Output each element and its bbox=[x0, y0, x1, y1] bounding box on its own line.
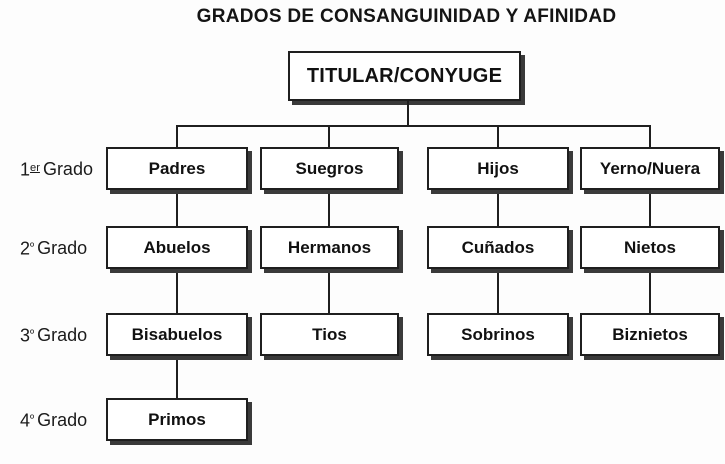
connector-drop-col3 bbox=[497, 127, 499, 147]
grade-ordinal-suffix: º bbox=[30, 413, 35, 425]
grade-ordinal-suffix: º bbox=[30, 328, 35, 340]
node-nietos: Nietos bbox=[580, 226, 720, 269]
node-cunados: Cuñados bbox=[427, 226, 569, 269]
connector-drop-col1 bbox=[176, 127, 178, 147]
connector-r1-r2-col4 bbox=[649, 189, 651, 226]
connector-r2-r3-col2 bbox=[328, 268, 330, 313]
node-biznietos: Biznietos bbox=[580, 313, 720, 356]
connector-row1-bus bbox=[176, 125, 651, 127]
connector-drop-col2 bbox=[328, 127, 330, 147]
connector-drop-col4 bbox=[649, 127, 651, 147]
node-hijos: Hijos bbox=[427, 147, 569, 190]
node-titular-conyuge: TITULAR/CONYUGE bbox=[288, 51, 521, 101]
connector-r1-r2-col1 bbox=[176, 189, 178, 226]
node-bisabuelos: Bisabuelos bbox=[106, 313, 248, 356]
connector-root-stem bbox=[407, 101, 409, 126]
connector-r2-r3-col4 bbox=[649, 268, 651, 313]
node-padres: Padres bbox=[106, 147, 248, 190]
node-yerno-nuera: Yerno/Nuera bbox=[580, 147, 720, 190]
node-suegros: Suegros bbox=[260, 147, 399, 190]
diagram-title: GRADOS DE CONSANGUINIDAD Y AFINIDAD bbox=[196, 6, 617, 27]
connector-r1-r2-col3 bbox=[497, 189, 499, 226]
grade-number: 1 bbox=[20, 159, 31, 180]
node-primos: Primos bbox=[106, 398, 248, 441]
grade-number: 4 bbox=[20, 410, 31, 431]
node-abuelos: Abuelos bbox=[106, 226, 248, 269]
node-hermanos: Hermanos bbox=[260, 226, 399, 269]
grade-number: 2 bbox=[20, 238, 31, 259]
grade-word: Grado bbox=[37, 325, 88, 346]
connector-r1-r2-col2 bbox=[328, 189, 330, 226]
node-tios: Tios bbox=[260, 313, 399, 356]
grade-word: Grado bbox=[37, 238, 88, 259]
connector-r2-r3-col1 bbox=[176, 268, 178, 313]
connector-r3-r4-col1 bbox=[176, 355, 178, 398]
node-sobrinos: Sobrinos bbox=[427, 313, 569, 356]
grade-ordinal-suffix: er bbox=[30, 162, 40, 174]
grade-number: 3 bbox=[20, 325, 31, 346]
grade-ordinal-suffix: º bbox=[30, 241, 35, 253]
grade-word: Grado bbox=[42, 159, 93, 180]
connector-r2-r3-col3 bbox=[497, 268, 499, 313]
grade-word: Grado bbox=[37, 410, 88, 431]
